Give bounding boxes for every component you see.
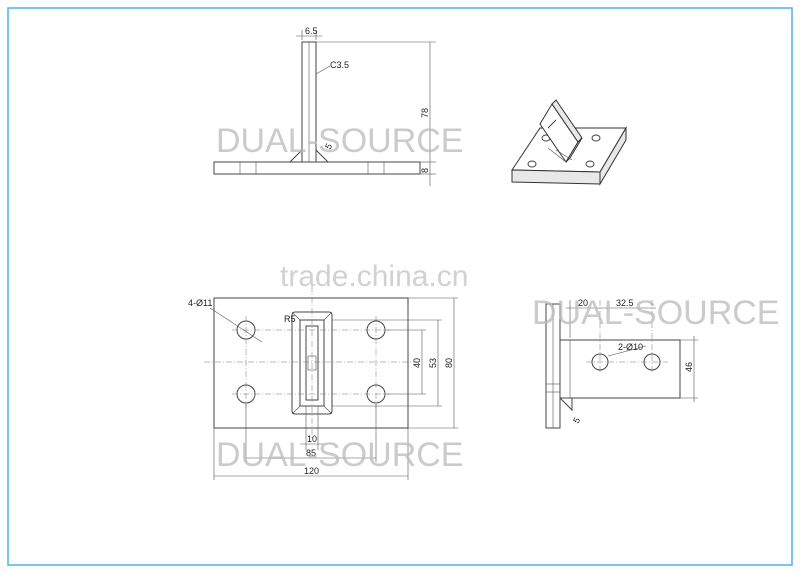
dim-thickness: 6.5 <box>305 26 318 36</box>
sheet-border <box>7 7 793 566</box>
dim-side-edge: 20 <box>578 298 588 308</box>
watermark-brand-3: DUAL-SOURCE <box>216 436 463 474</box>
plan-view: 4-Ø11 R5 40 53 80 10 85 120 <box>188 286 458 480</box>
watermarks: DUAL-SOURCE DUAL-SOURCE DUAL-SOURCE trad… <box>216 122 779 474</box>
dim-plan-outer: 53 <box>428 358 438 368</box>
isometric-view <box>511 99 627 186</box>
side-view: 20 32.5 2-Ø10 46 5 <box>545 298 698 429</box>
dim-plan-slot-width: 10 <box>307 434 317 444</box>
dim-chamfer: C3.5 <box>330 60 349 70</box>
dim-plan-radius: R5 <box>284 314 296 324</box>
dim-plan-holes: 4-Ø11 <box>188 298 212 308</box>
dim-height: 78 <box>420 108 430 118</box>
watermark-site: trade.china.cn <box>280 260 468 293</box>
watermark-brand-1: DUAL-SOURCE <box>216 122 463 160</box>
dim-plan-width: 80 <box>444 358 454 368</box>
dim-plan-slot-length: 85 <box>306 448 316 458</box>
dim-weld-front: 5 <box>323 142 334 151</box>
dim-side-height: 46 <box>684 362 694 372</box>
plan-plate <box>213 297 409 429</box>
dim-plan-inner: 40 <box>412 358 422 368</box>
side-fin-plate <box>559 339 681 399</box>
dim-side-holes: 2-Ø10 <box>618 342 643 352</box>
dim-base-thickness: 8 <box>420 168 430 173</box>
front-base-plate <box>213 161 421 175</box>
watermark-brand-2: DUAL-SOURCE <box>532 294 779 332</box>
dim-plan-length: 120 <box>304 466 319 476</box>
dim-side-weld: 5 <box>571 416 582 425</box>
dim-side-pitch: 32.5 <box>616 298 634 308</box>
front-view: 6.5 C3.5 78 8 5 <box>213 26 436 186</box>
